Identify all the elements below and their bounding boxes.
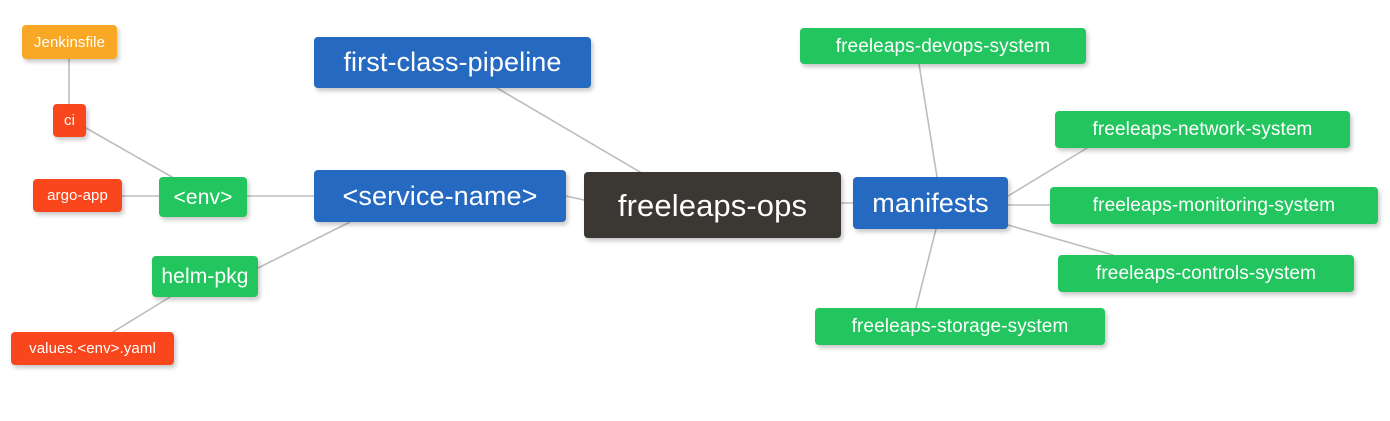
node-helm-pkg[interactable]: helm-pkg	[152, 256, 258, 297]
edge-manifests-to-controls-system	[1007, 224, 1114, 256]
node-devops-system[interactable]: freeleaps-devops-system	[800, 28, 1086, 64]
node-first-class[interactable]: first-class-pipeline	[314, 37, 591, 88]
node-freeleaps-ops[interactable]: freeleaps-ops	[584, 172, 841, 238]
edge-service-name-to-freeleaps-ops	[565, 195, 585, 201]
node-storage-system[interactable]: freeleaps-storage-system	[815, 308, 1105, 345]
node-network-system[interactable]: freeleaps-network-system	[1055, 111, 1350, 148]
node-argo-app[interactable]: argo-app	[33, 179, 122, 212]
edge-manifests-to-storage-system	[915, 228, 937, 309]
node-ci[interactable]: ci	[53, 104, 86, 137]
edge-first-class-to-freeleaps-ops	[496, 87, 641, 173]
node-jenkinsfile[interactable]: Jenkinsfile	[22, 25, 117, 59]
edge-service-name-to-helm-pkg	[257, 221, 351, 269]
node-service-name[interactable]: <service-name>	[314, 170, 566, 222]
edge-devops-system-to-manifests	[918, 63, 938, 178]
node-manifests[interactable]: manifests	[853, 177, 1008, 229]
node-env[interactable]: <env>	[159, 177, 247, 217]
node-monitoring-system[interactable]: freeleaps-monitoring-system	[1050, 187, 1378, 224]
node-values-yaml[interactable]: values.<env>.yaml	[11, 332, 174, 365]
edge-ci-to-env	[85, 127, 173, 178]
edge-helm-pkg-to-values-yaml	[112, 296, 171, 333]
node-controls-system[interactable]: freeleaps-controls-system	[1058, 255, 1354, 292]
